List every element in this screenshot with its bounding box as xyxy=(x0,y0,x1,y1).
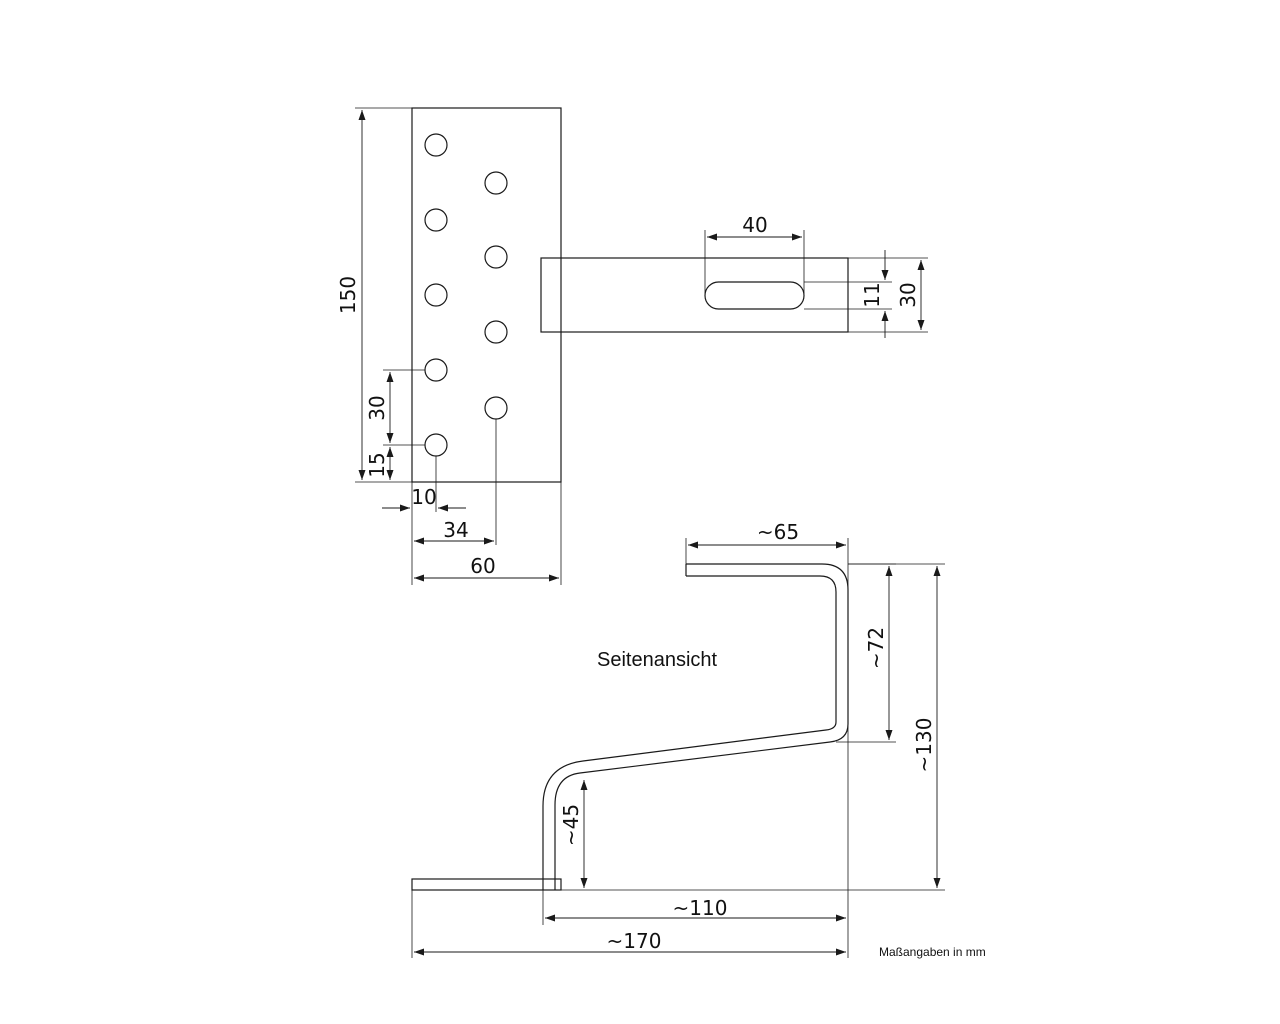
dimension-hole-offset-bottom: 15 xyxy=(365,447,394,480)
hole xyxy=(424,358,448,382)
dimension-tab-height: 30 xyxy=(848,257,928,333)
dimension-second-column: 34 xyxy=(414,419,497,545)
dim-text-30-pitch: 30 xyxy=(365,395,389,420)
hole xyxy=(484,245,508,269)
dimension-offset: ~110 xyxy=(542,890,846,925)
hook-profile-outer xyxy=(554,563,849,879)
dim-text-60: 60 xyxy=(470,554,495,578)
hole xyxy=(424,208,448,232)
mounting-plate xyxy=(411,107,562,483)
hole xyxy=(424,283,448,307)
dim-text-34: 34 xyxy=(443,518,468,542)
hole xyxy=(484,396,508,420)
side-view: Seitenansicht ~65 ~72 ~130 xyxy=(411,520,945,958)
front-view: 150 30 15 10 34 xyxy=(336,107,562,585)
dim-text-65: ~65 xyxy=(757,520,799,544)
dim-text-130: ~130 xyxy=(912,718,936,773)
hook-profile-inner xyxy=(542,575,837,890)
tab-outline xyxy=(540,257,849,333)
units-note: Maßangaben in mm xyxy=(879,945,986,959)
dimension-slot-width: 11 xyxy=(804,250,892,338)
hole xyxy=(424,133,448,157)
dimension-upper-height: ~72 xyxy=(836,563,896,743)
dimension-plate-width: 60 xyxy=(414,482,562,585)
dim-text-11: 11 xyxy=(860,282,884,307)
side-view-title: Seitenansicht xyxy=(597,649,718,671)
dim-text-45: ~45 xyxy=(559,804,583,846)
dimension-slot-length: 40 xyxy=(704,213,805,296)
dim-text-15: 15 xyxy=(365,452,389,477)
dim-text-10: 10 xyxy=(411,485,436,509)
slot xyxy=(704,281,805,310)
dim-text-30-tab: 30 xyxy=(896,282,920,307)
dim-text-40: 40 xyxy=(742,213,767,237)
dimension-lower-height: ~45 xyxy=(559,780,588,888)
hole xyxy=(484,171,508,195)
dimension-height-total: 150 xyxy=(336,107,412,483)
dim-text-72: ~72 xyxy=(864,627,888,669)
dim-text-150: 150 xyxy=(336,276,360,314)
mounting-holes xyxy=(424,133,508,457)
dimension-top-leg: ~65 xyxy=(685,520,849,895)
dim-text-170: ~170 xyxy=(607,929,662,953)
dimension-total-length: ~170 xyxy=(411,890,849,958)
hole xyxy=(484,320,508,344)
dim-text-110: ~110 xyxy=(673,896,728,920)
hole xyxy=(424,433,448,457)
dimension-hole-pitch: 30 xyxy=(365,369,425,446)
dimension-total-height: ~130 xyxy=(561,563,945,891)
hook-base-leg xyxy=(411,878,562,891)
dimension-hole-offset-left: 10 xyxy=(382,456,466,585)
tab-view: 40 11 30 xyxy=(540,213,928,338)
